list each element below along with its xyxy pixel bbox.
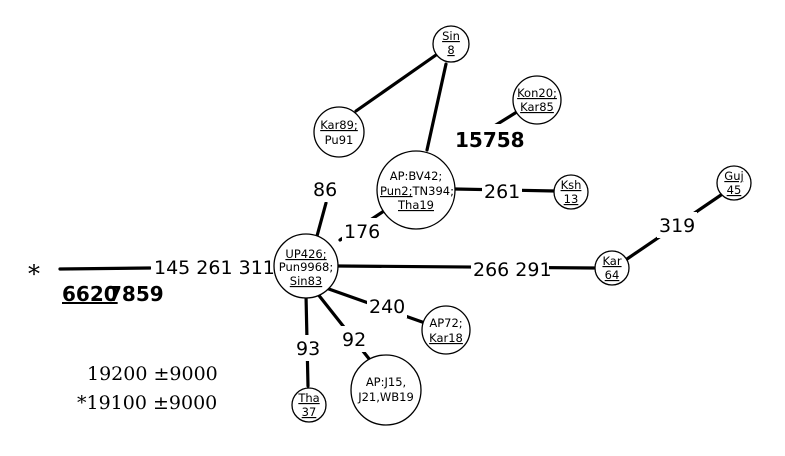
svg-text:8: 8 xyxy=(447,43,454,57)
svg-text:Pun2;TN394;: Pun2;TN394; xyxy=(380,184,454,198)
node-sin8: Sin 8 xyxy=(432,25,470,63)
svg-text:Sin83: Sin83 xyxy=(290,274,322,288)
edge-label-tha37: 93 xyxy=(296,338,320,360)
svg-text:Kar: Kar xyxy=(602,254,621,268)
svg-text:13: 13 xyxy=(564,192,579,206)
root-label-7859: 7859 xyxy=(108,282,164,306)
svg-text:AP:BV42;: AP:BV42; xyxy=(390,169,443,183)
root-asterisk: * xyxy=(28,260,40,288)
date-estimate-1: 19200 ±9000 xyxy=(87,363,218,385)
svg-text:J21,WB19: J21,WB19 xyxy=(357,390,414,404)
svg-text:Pun9968;: Pun9968; xyxy=(279,260,333,274)
svg-text:Kar18: Kar18 xyxy=(429,331,463,345)
edge-label-root: 145 261 311 xyxy=(154,257,275,279)
edge-kar89-to-sin8 xyxy=(354,53,438,113)
date-estimate-2: *19100 ±9000 xyxy=(77,392,217,414)
svg-text:Kon20;: Kon20; xyxy=(517,86,557,100)
edge-label-ksh13: 261 xyxy=(484,181,520,203)
node-kon20: Kon20; Kar85 xyxy=(512,75,562,125)
edge-root-to-center xyxy=(58,266,152,271)
node-tha37: Tha 37 xyxy=(291,387,327,423)
edge-apbv42-to-sin8 xyxy=(425,62,448,152)
node-ksh13: Ksh 13 xyxy=(553,174,589,210)
edge-label-apj15: 92 xyxy=(342,329,366,351)
edge-label-kon20: 15758 xyxy=(455,128,525,152)
edge-label-guj45: 319 xyxy=(659,215,695,237)
svg-text:Kar89;: Kar89; xyxy=(320,118,358,132)
edge-label-kar89: 86 xyxy=(313,179,337,201)
svg-text:64: 64 xyxy=(605,268,620,282)
root-label-6620: 6620 xyxy=(62,282,118,306)
node-kar64: Kar 64 xyxy=(594,250,630,286)
svg-text:45: 45 xyxy=(727,183,742,197)
node-ap72: AP72; Kar18 xyxy=(421,305,471,355)
edge-label-kar64: 266 291 xyxy=(473,259,552,281)
edge-label-apbv42: 176 xyxy=(344,221,380,243)
svg-text:Tha: Tha xyxy=(297,391,319,405)
svg-text:Tha19: Tha19 xyxy=(397,198,434,212)
node-ap-bv42: AP:BV42; Pun2;TN394; Tha19 xyxy=(376,150,456,230)
svg-text:Sin: Sin xyxy=(442,29,460,43)
node-guj45: Guj 45 xyxy=(716,165,752,201)
node-center: UP426; Pun9968; Sin83 xyxy=(273,233,339,299)
svg-text:AP:J15,: AP:J15, xyxy=(366,375,406,389)
node-ap-j15: AP:J15, J21,WB19 xyxy=(350,354,422,426)
svg-text:37: 37 xyxy=(302,405,317,419)
svg-text:Ksh: Ksh xyxy=(561,178,582,192)
svg-text:Pu91: Pu91 xyxy=(325,133,354,147)
svg-text:UP426;: UP426; xyxy=(285,247,326,261)
node-kar89: Kar89; Pu91 xyxy=(313,106,365,158)
svg-text:Guj: Guj xyxy=(724,169,743,183)
edge-label-ap72: 240 xyxy=(369,296,405,318)
edge-center-to-kar89 xyxy=(315,201,328,238)
svg-text:Kar85: Kar85 xyxy=(520,100,554,114)
edge-center-to-kar64 xyxy=(336,264,596,270)
svg-text:AP72;: AP72; xyxy=(429,316,462,330)
